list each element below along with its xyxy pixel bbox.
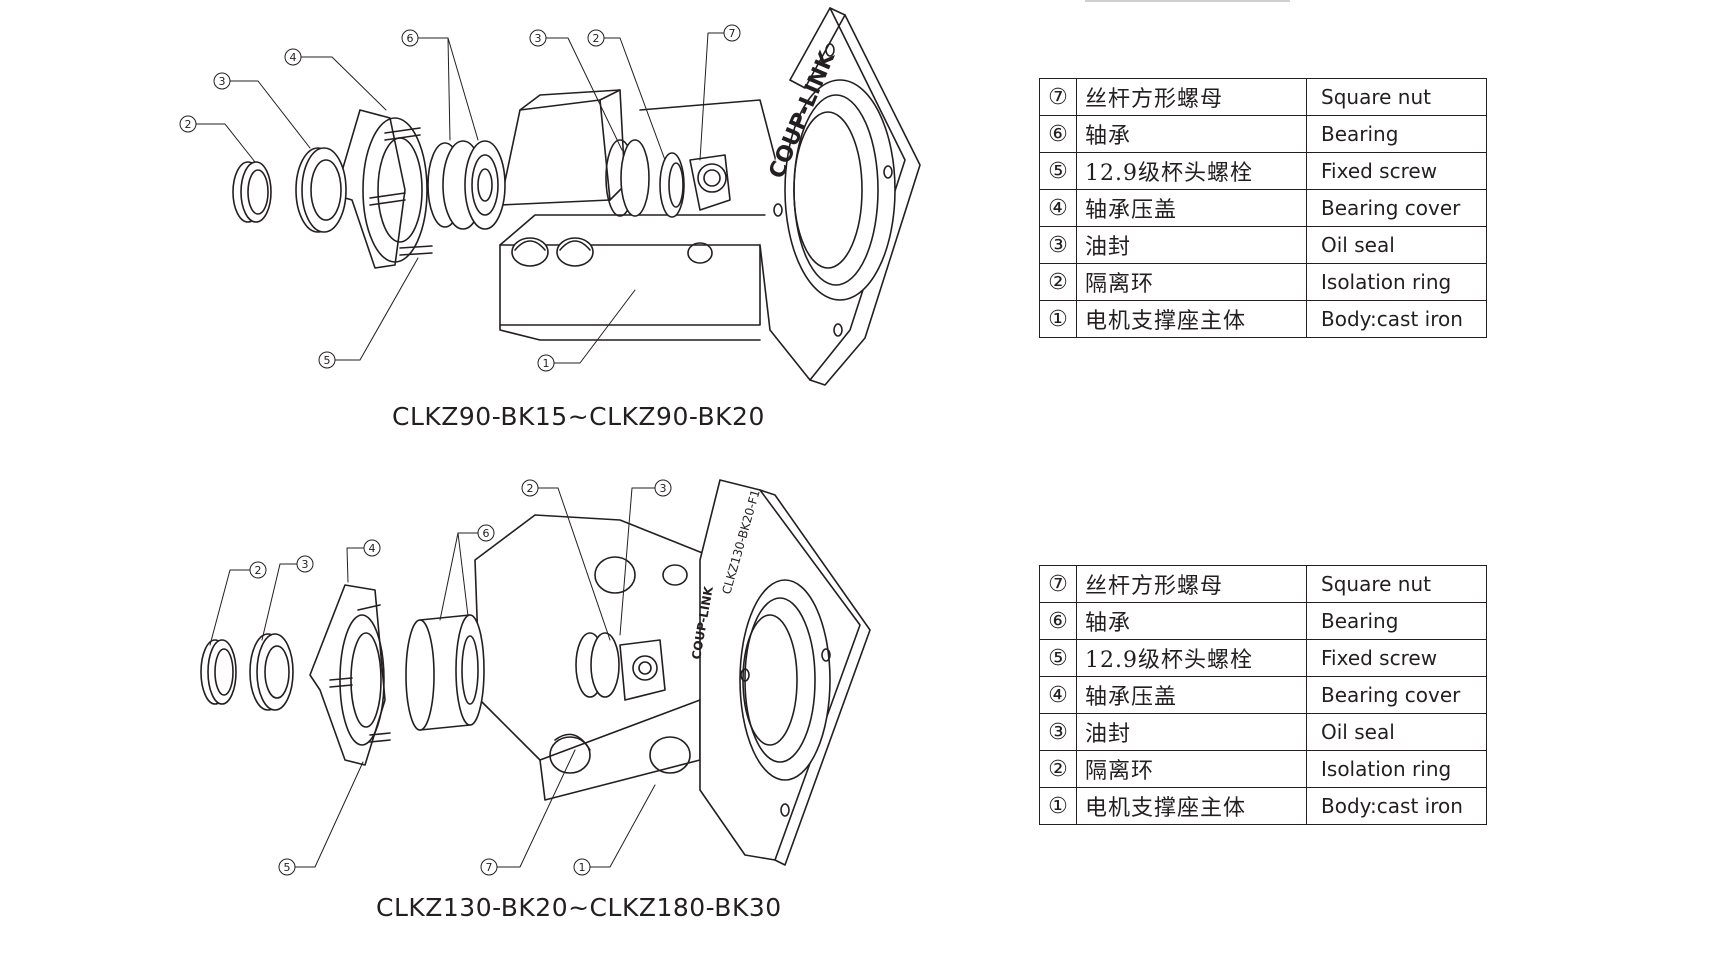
part-number: ⑦ <box>1039 565 1077 603</box>
svg-text:6: 6 <box>407 32 414 45</box>
svg-text:5: 5 <box>284 861 291 874</box>
part-name-english: Isolation ring <box>1306 263 1487 301</box>
svg-text:1: 1 <box>543 357 550 370</box>
part-name-english: Bearing cover <box>1306 189 1487 227</box>
svg-text:2: 2 <box>527 482 534 495</box>
body-housing-1 <box>499 89 791 341</box>
bearings-1 <box>427 140 506 230</box>
part-number: ③ <box>1039 713 1077 751</box>
oil-seal-1 <box>295 147 347 233</box>
part-name-english: Square nut <box>1306 78 1487 116</box>
svg-text:4: 4 <box>290 51 297 64</box>
part-name-chinese: 轴承 <box>1076 602 1307 640</box>
part-name-chinese: 电机支撑座主体 <box>1076 787 1307 825</box>
top-divider-line <box>1085 0 1290 2</box>
part-name-chinese: 轴承压盖 <box>1076 676 1307 714</box>
bearing-cover-2 <box>309 584 391 766</box>
part-name-chinese: 电机支撑座主体 <box>1076 300 1307 338</box>
part-name-english: Isolation ring <box>1306 750 1487 788</box>
part-number: ① <box>1039 787 1077 825</box>
callout-markers-1 <box>179 24 741 372</box>
part-number: ④ <box>1039 189 1077 227</box>
isolation-ring-1 <box>232 161 272 223</box>
svg-text:2: 2 <box>185 118 192 131</box>
part-name-english: Oil seal <box>1306 226 1487 264</box>
shaft-components-2 <box>575 632 666 701</box>
part-number: ② <box>1039 263 1077 301</box>
part-name-chinese: 隔离环 <box>1076 263 1307 301</box>
part-name-english: Bearing <box>1306 602 1487 640</box>
part-number: ② <box>1039 750 1077 788</box>
part-name-chinese: 12.9级杯头螺栓 <box>1076 152 1307 190</box>
svg-text:2: 2 <box>593 32 600 45</box>
part-name-english: Body:cast iron <box>1306 300 1487 338</box>
oil-seal-2 <box>249 633 294 711</box>
part-name-chinese: 轴承 <box>1076 115 1307 153</box>
part-number: ⑥ <box>1039 602 1077 640</box>
part-number: ① <box>1039 300 1077 338</box>
svg-text:3: 3 <box>302 558 309 571</box>
model-caption-bottom: CLKZ130-BK20~CLKZ180-BK30 <box>376 893 782 922</box>
svg-text:3: 3 <box>219 75 226 88</box>
motor-flange-1: COUP-LINK <box>759 7 921 386</box>
isolation-ring-2 <box>200 639 237 705</box>
bearings-2 <box>405 614 485 731</box>
callout-numbers-1: 2 3 4 6 3 2 7 5 1 <box>185 27 736 370</box>
svg-text:4: 4 <box>369 542 376 555</box>
svg-text:5: 5 <box>324 354 331 367</box>
callout-markers-2 <box>249 479 672 876</box>
part-name-chinese: 12.9级杯头螺栓 <box>1076 639 1307 677</box>
part-name-english: Bearing cover <box>1306 676 1487 714</box>
part-name-english: Body:cast iron <box>1306 787 1487 825</box>
part-name-chinese: 油封 <box>1076 713 1307 751</box>
svg-text:1: 1 <box>579 861 586 874</box>
model-caption-top: CLKZ90-BK15~CLKZ90-BK20 <box>392 402 765 431</box>
part-name-chinese: 油封 <box>1076 226 1307 264</box>
part-number: ③ <box>1039 226 1077 264</box>
shaft-components-1 <box>605 139 731 218</box>
part-name-chinese: 丝杆方形螺母 <box>1076 78 1307 116</box>
svg-text:2: 2 <box>255 564 262 577</box>
part-number: ④ <box>1039 676 1077 714</box>
part-number: ⑦ <box>1039 78 1077 116</box>
part-number: ⑤ <box>1039 152 1077 190</box>
part-name-chinese: 轴承压盖 <box>1076 189 1307 227</box>
part-name-english: Fixed screw <box>1306 639 1487 677</box>
part-number: ⑤ <box>1039 639 1077 677</box>
part-number: ⑥ <box>1039 115 1077 153</box>
svg-text:3: 3 <box>660 482 667 495</box>
svg-text:6: 6 <box>483 527 490 540</box>
part-name-chinese: 丝杆方形螺母 <box>1076 565 1307 603</box>
part-name-english: Square nut <box>1306 565 1487 603</box>
callout-numbers-2: 2 3 4 6 2 3 5 7 1 <box>255 482 667 874</box>
svg-text:7: 7 <box>729 27 736 40</box>
leader-lines-1 <box>195 32 725 364</box>
part-name-chinese: 隔离环 <box>1076 750 1307 788</box>
svg-text:3: 3 <box>535 32 542 45</box>
part-name-english: Fixed screw <box>1306 152 1487 190</box>
svg-text:7: 7 <box>486 861 493 874</box>
part-name-english: Bearing <box>1306 115 1487 153</box>
motor-flange-2: CLKZ130-BK20-F1 COUP-LINK <box>689 479 871 866</box>
leader-lines-2 <box>209 487 656 868</box>
part-name-english: Oil seal <box>1306 713 1487 751</box>
